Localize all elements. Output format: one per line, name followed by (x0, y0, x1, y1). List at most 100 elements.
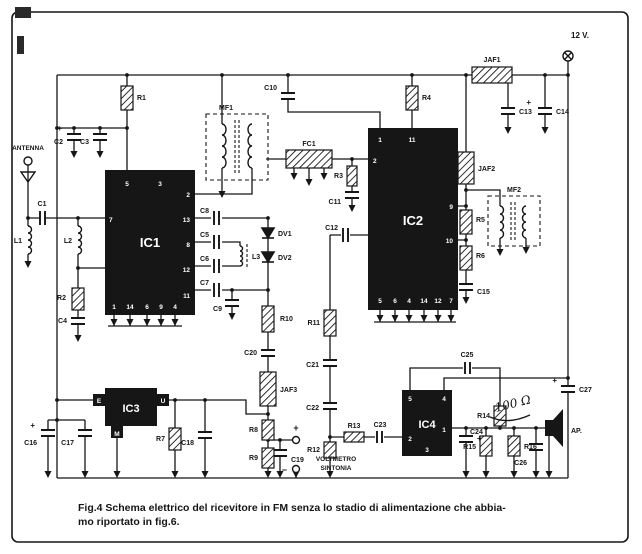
label-r13: R13 (348, 423, 361, 430)
label-c3: C3 (80, 139, 89, 146)
speaker-label: AP. (571, 428, 582, 435)
label-jaf3: JAF3 (280, 387, 297, 394)
resistor-r12-body (323, 441, 337, 459)
label-l1: L1 (14, 238, 22, 245)
note-underline (489, 414, 531, 422)
voltmeter-name-line2: SINTONIA (321, 465, 352, 472)
label-r2: R2 (57, 295, 66, 302)
resistor-r15-body (479, 435, 493, 457)
ic4-pin-3: 3 (425, 447, 429, 454)
mf1-primary-coil (221, 123, 227, 169)
label-r10: R10 (280, 316, 293, 323)
label-jaf1: JAF1 (483, 57, 500, 64)
diode-dv2-symbol (260, 251, 276, 264)
c16-plus-mark: + (30, 421, 35, 430)
coils (27, 123, 527, 267)
label-r7: R7 (156, 436, 165, 443)
label-c23: C23 (374, 422, 387, 429)
label-l2: L2 (64, 238, 72, 245)
label-r4: R4 (422, 95, 431, 102)
voltmeter-plus-label: + (293, 423, 298, 433)
label-r9: R9 (249, 455, 258, 462)
diodes (260, 227, 276, 264)
ic1-pin-2: 2 (186, 192, 190, 199)
voltmeter-plus-terminal (291, 435, 301, 445)
resistor-r6-body (459, 245, 473, 271)
ic2-label: IC2 (403, 213, 423, 228)
ic3-label: IC3 (122, 403, 139, 415)
voltmeter-minus-label: − (282, 465, 287, 475)
ic2-pin-11: 11 (409, 137, 416, 144)
ic2-pin-6: 6 (393, 298, 397, 305)
resistor-r4-body (405, 85, 419, 111)
ic1-pin-4: 4 (173, 304, 177, 311)
ic1-pin-8: 8 (186, 242, 190, 249)
label-c19: C19 (291, 457, 304, 464)
ic3-pin-u: U (161, 398, 166, 405)
label-r14: R14 (477, 413, 490, 420)
ic1-pin-6: 6 (145, 304, 149, 311)
ic2-pin-2: 2 (373, 158, 377, 165)
ic3-pin-m: M (114, 431, 119, 438)
resistor-r16-body (507, 435, 521, 457)
ic2-pin-7: 7 (449, 298, 453, 305)
label-c27: C27 (579, 387, 592, 394)
c24-plus-mark: + (477, 434, 482, 443)
ic1-pin-9: 9 (159, 304, 163, 311)
ic3-pin-m-tab (111, 426, 123, 438)
label-jaf2: JAF2 (478, 166, 495, 173)
voltmeter-terminals (291, 435, 301, 474)
ic2-pin-9: 9 (449, 204, 453, 211)
label-c22: C22 (306, 405, 319, 412)
choke-jaf1-body (471, 66, 513, 84)
ic2-pin-4: 4 (407, 298, 411, 305)
ic1-pin-3: 3 (158, 181, 162, 188)
c14-plus-mark: + (526, 98, 531, 107)
inductor-l2-coil (77, 225, 83, 255)
choke-bodies (259, 66, 513, 407)
label-c13: C13 (519, 109, 532, 116)
ic3-pin-e: E (97, 398, 102, 405)
ic4-body (402, 390, 452, 456)
c27-plus-mark: + (552, 376, 557, 385)
ic3-body (105, 388, 157, 426)
label-dv2: DV2 (278, 255, 292, 262)
label-c26: C26 (514, 460, 527, 467)
mf2-box (487, 195, 541, 247)
speaker-symbol (545, 409, 563, 447)
label-c17: C17 (61, 440, 74, 447)
resistor-r8-body (261, 419, 275, 441)
scan-artifact (15, 7, 31, 54)
ic2-block: IC2 1 11 2 9 10 5 6 4 14 12 7 (368, 128, 458, 310)
label-r5: R5 (476, 217, 485, 224)
supply-label: 12 V. (571, 31, 589, 40)
label-mf1: MF1 (219, 105, 233, 112)
filter-fc1-body (285, 149, 333, 169)
transformer-cores (234, 120, 516, 268)
label-c6: C6 (200, 256, 209, 263)
label-c4: C4 (58, 318, 67, 325)
antenna-terminal (19, 156, 37, 184)
handwritten-note: 100 Ω (493, 392, 532, 414)
resistor-r2-body (71, 287, 85, 311)
label-c15: C15 (477, 289, 490, 296)
choke-jaf3-body (259, 371, 277, 407)
mf2-secondary-coil (521, 205, 527, 239)
ic2-pin-12: 12 (434, 298, 442, 305)
label-c18: C18 (181, 440, 194, 447)
ic4-pin-2: 2 (408, 436, 412, 443)
ic2-body (368, 128, 458, 310)
label-c14: C14 (556, 109, 569, 116)
resistor-r1-body (120, 85, 134, 111)
ic3-pin-e-tab (93, 394, 105, 406)
label-c25: C25 (461, 352, 474, 359)
ic1-pin-11: 11 (183, 293, 190, 300)
label-r3: R3 (334, 173, 343, 180)
supply-terminal (562, 50, 574, 62)
mf1-secondary-coil (247, 123, 253, 169)
ic1-body (105, 170, 195, 315)
ic1-pin-12: 12 (183, 267, 191, 274)
label-r1: R1 (137, 95, 146, 102)
label-fc1: FC1 (302, 141, 315, 148)
